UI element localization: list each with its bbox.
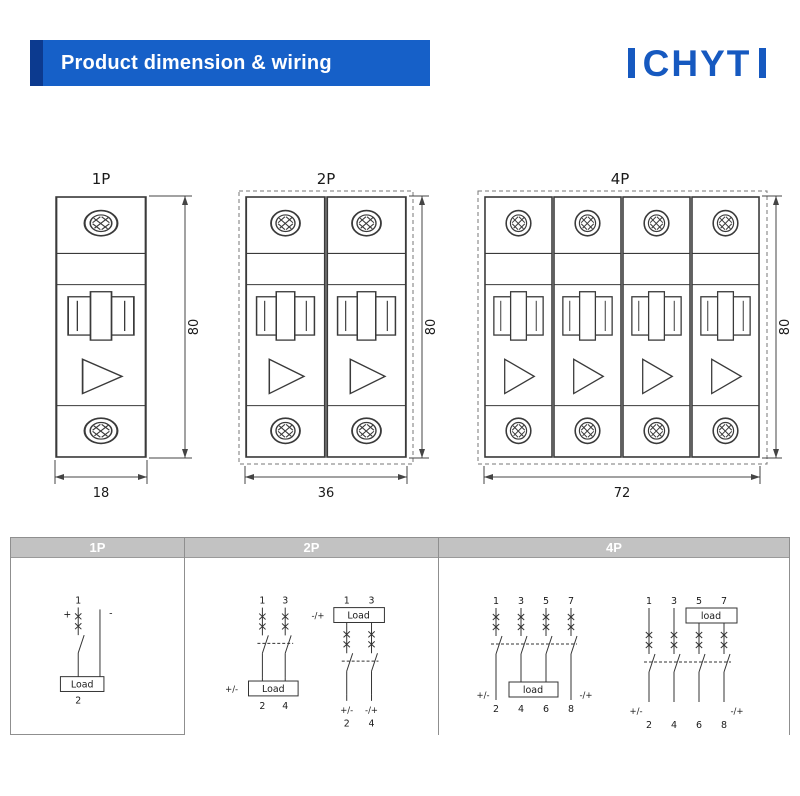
polarity-label: +/-: [476, 691, 489, 701]
terminal-number: 8: [568, 704, 574, 715]
terminal-number: 6: [696, 720, 702, 731]
wiring-diagram-2p: 1 3 Load +/- 2 4: [225, 596, 385, 730]
terminal-number: 2: [75, 695, 81, 706]
wiring-lines: [59, 606, 105, 692]
title-banner: Product dimension & wiring: [30, 40, 430, 86]
wiring-diagram-4p: 1 3 5 7 load +/- -/+ 2 4 6 8: [476, 596, 743, 731]
terminal-number: 1: [493, 596, 499, 607]
drawing-label: 4P: [611, 170, 630, 188]
wiring-header-4p: 4P: [439, 538, 789, 558]
logo-text: CHYT: [642, 42, 752, 84]
brand-logo: CHYT: [608, 42, 786, 84]
terminal-number: 1: [259, 596, 265, 607]
vertical-dimension: [409, 195, 429, 459]
load-box: [248, 680, 299, 697]
terminal-number: 2: [344, 719, 350, 730]
logo-bar-icon: [627, 48, 635, 78]
load-box-label: load: [701, 611, 721, 622]
terminal-number: 4: [671, 720, 677, 731]
polarity-label: +/-: [629, 707, 642, 717]
terminal-number: 6: [543, 704, 549, 715]
dimension-height-label: 80: [424, 319, 439, 336]
pole-module: [692, 197, 759, 457]
terminal-number: 2: [646, 720, 652, 731]
terminal-number: 2: [493, 704, 499, 715]
terminal-number: 4: [282, 701, 288, 712]
terminal-number: 1: [646, 596, 652, 607]
terminal-number: 3: [518, 596, 524, 607]
load-box-label: load: [523, 685, 543, 696]
wiring-lines-b: [644, 607, 738, 702]
breaker-drawing-2p: 2P 80 36: [238, 170, 439, 500]
wiring-column-1p: 1P 1 + - Load 2: [11, 538, 185, 734]
polarity-label: -/+: [365, 705, 378, 715]
polarity-label: -/+: [730, 707, 743, 717]
terminal-number: 1: [344, 596, 350, 607]
terminal-number: 3: [282, 596, 288, 607]
load-box: [59, 676, 105, 692]
polarity-label: +/-: [225, 684, 238, 694]
page-title: Product dimension & wiring: [61, 51, 332, 74]
wiring-cell-2p: 1 3 Load +/- 2 4: [185, 558, 438, 735]
dimension-width-label: 72: [614, 486, 631, 500]
pole-module: [554, 197, 621, 457]
enclosure-outline: [477, 190, 768, 465]
polarity-label: -/+: [311, 611, 324, 621]
wiring-header-2p: 2P: [185, 538, 438, 558]
drawing-label: 2P: [317, 170, 336, 188]
terminal-number: 3: [671, 596, 677, 607]
logo-bar-icon: [759, 48, 767, 78]
terminal-number: 3: [369, 596, 375, 607]
wiring-column-2p: 2P 1 3 Load +/- 2: [185, 538, 439, 735]
wiring-column-4p: 4P 1: [439, 538, 789, 736]
load-box: [685, 607, 738, 624]
banner-accent-bar: [30, 40, 43, 86]
wiring-lines-a: [248, 607, 299, 697]
dimension-width-label: 18: [93, 486, 110, 500]
drawing-label: 1P: [92, 170, 111, 188]
wiring-cell-1p: 1 + - Load 2: [11, 558, 184, 734]
wiring-diagram-1p: 1 + - Load 2: [59, 595, 113, 706]
polarity-label: -/+: [579, 691, 592, 701]
pole-module: [327, 197, 406, 457]
breaker-drawing-4p: 4P 80 72: [477, 170, 793, 500]
wiring-lines-b: [333, 607, 385, 701]
breaker-drawing-1p: 1P 80 18: [54, 170, 202, 500]
pole-module: [56, 197, 145, 457]
banner-main: Product dimension & wiring: [43, 40, 430, 86]
terminal-number: 4: [518, 704, 524, 715]
terminal-number: 1: [75, 595, 81, 606]
wiring-table: 1P 1 + - Load 2 2P: [10, 537, 790, 736]
enclosure-outline: [238, 190, 414, 465]
load-box: [508, 681, 559, 698]
load-box: [333, 607, 385, 623]
polarity-label: +/-: [340, 705, 353, 715]
polarity-label: -: [109, 608, 112, 619]
dimension-width-label: 36: [318, 486, 335, 500]
pole-module: [246, 197, 325, 457]
load-box-label: Load: [262, 684, 285, 695]
terminal-number: 2: [259, 701, 265, 712]
terminal-number: 7: [721, 596, 727, 607]
horizontal-dimension: [244, 466, 408, 484]
terminal-number: 5: [543, 596, 549, 607]
dimension-height-label: 80: [778, 319, 793, 336]
load-box-label: Load: [71, 680, 94, 691]
terminal-number: 5: [696, 596, 702, 607]
wiring-cell-4p: 1 3 5 7 load +/- -/+ 2 4 6 8: [439, 558, 789, 736]
terminal-number: 7: [568, 596, 574, 607]
terminal-number: 8: [721, 720, 727, 731]
dimension-height-label: 80: [187, 319, 202, 336]
wiring-lines-a: [491, 607, 578, 700]
wiring-header-1p: 1P: [11, 538, 184, 558]
load-box-label: Load: [347, 611, 370, 622]
horizontal-dimension: [483, 466, 761, 484]
horizontal-dimension: [54, 460, 148, 484]
vertical-dimension: [149, 195, 192, 459]
vertical-dimension: [762, 195, 782, 459]
polarity-label: +: [63, 609, 71, 620]
pole-module: [485, 197, 552, 457]
terminal-number: 4: [369, 719, 375, 730]
pole-module: [623, 197, 690, 457]
